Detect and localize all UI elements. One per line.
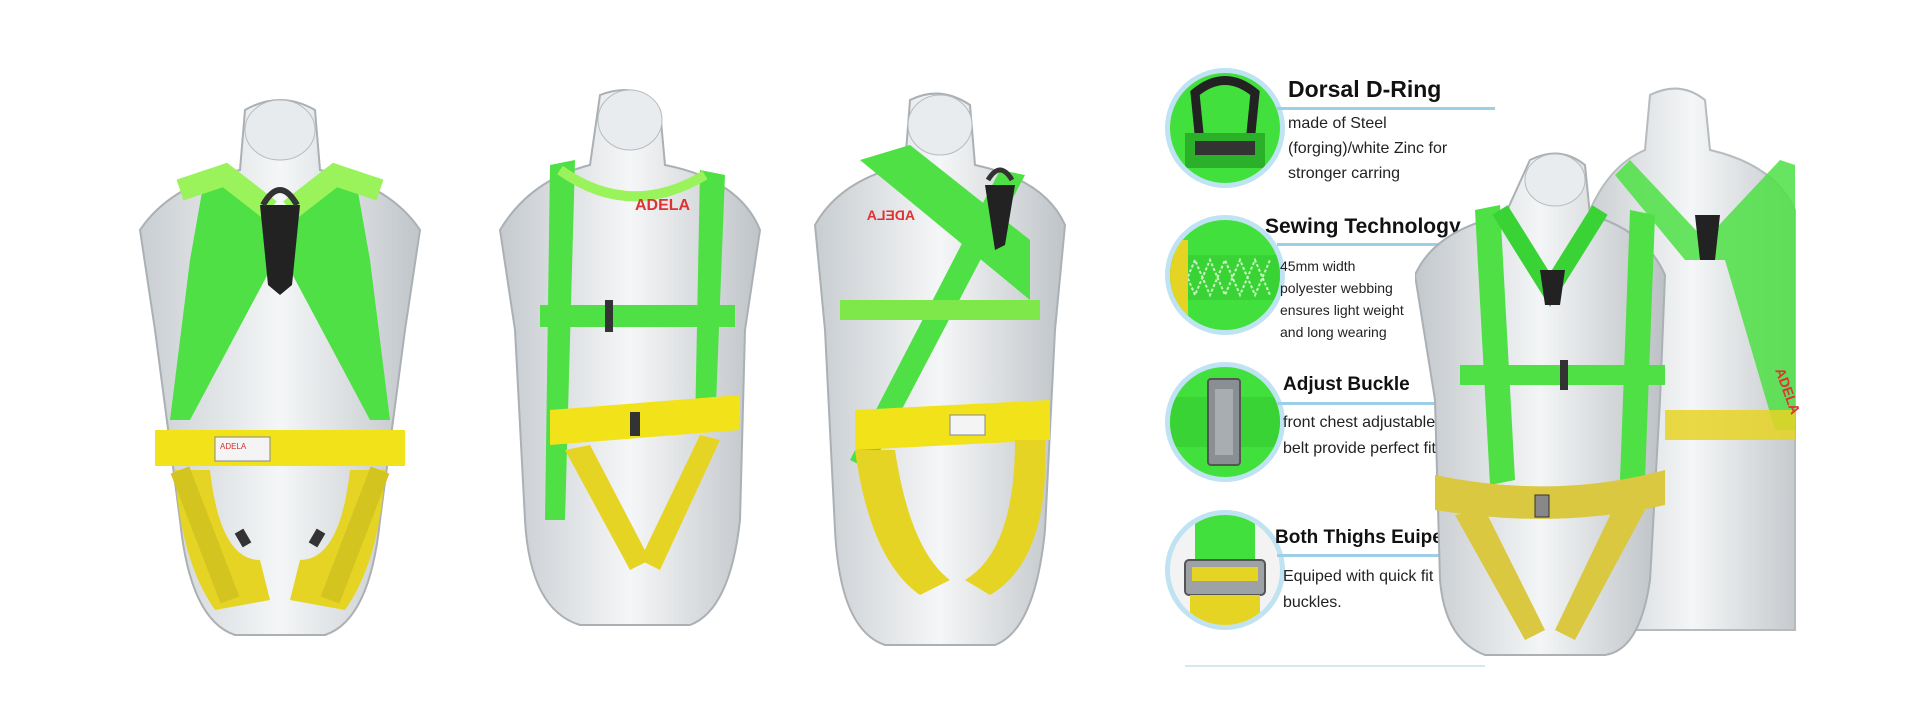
divider [1277, 107, 1495, 110]
divider [1277, 554, 1457, 557]
thigh-buckle-badge [1165, 510, 1285, 630]
buckle-badge [1165, 362, 1285, 482]
stitching-icon [1170, 220, 1280, 330]
feature-both-thighs: Both Thighs Euiped Equiped with quick fi… [1165, 510, 1505, 640]
d-ring-icon [1170, 73, 1280, 183]
logo-text: ADELA [635, 197, 691, 214]
divider [1185, 665, 1485, 667]
logo-text: ADELA [220, 442, 247, 451]
feature-sewing-technology: Sewing Technology 45mm width polyester w… [1165, 215, 1505, 345]
feature-title: Sewing Technology [1265, 215, 1461, 238]
feature-dorsal-d-ring: Dorsal D-Ring made of Steel (forging)/wh… [1165, 68, 1505, 198]
buckle-icon [1170, 367, 1280, 477]
divider [1277, 243, 1455, 246]
thigh-buckle-icon [1170, 515, 1280, 625]
harness-side-view-photo: ADELA [800, 0, 1080, 728]
feature-description: 45mm width polyester webbing ensures lig… [1280, 258, 1404, 340]
feature-description: made of Steel (forging)/white Zinc for s… [1288, 115, 1448, 182]
divider [1277, 402, 1467, 405]
harness-front-view-photo: ADELA [490, 0, 780, 728]
feature-adjust-buckle: Adjust Buckle front chest adjustable bel… [1165, 362, 1505, 492]
feature-description: front chest adjustable belt provide perf… [1283, 414, 1436, 457]
logo-text: ADELA [867, 207, 915, 223]
harness-pair-photo: ADELA [1415, 0, 1810, 728]
feature-title: Adjust Buckle [1283, 374, 1410, 395]
feature-title: Dorsal D-Ring [1288, 76, 1442, 102]
d-ring-badge [1165, 68, 1285, 188]
feature-title: Both Thighs Euiped [1275, 527, 1455, 548]
harness-back-view-photo: ADELA [120, 0, 440, 728]
feature-description: Equiped with quick fit buckles. [1283, 568, 1434, 611]
stitching-badge [1165, 215, 1285, 335]
